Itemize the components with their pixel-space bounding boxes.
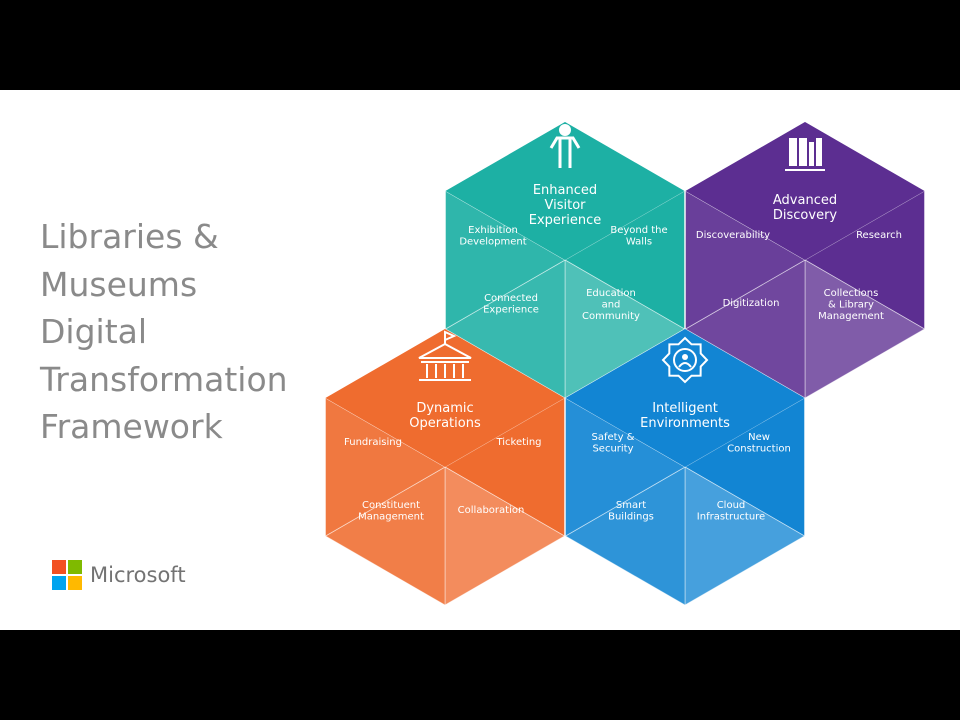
hexagon-item-label: New: [748, 432, 770, 443]
hexagon-item-label: Security: [592, 444, 633, 455]
hexagon-title-region: [445, 122, 685, 260]
hexagon-item-label: Development: [459, 237, 526, 248]
hexagon-title: Operations: [409, 416, 481, 431]
person-icon: [549, 124, 581, 168]
hexagon-title-region: [325, 329, 565, 467]
title-line: Transformation: [40, 359, 288, 399]
microsoft-logo: Microsoft: [52, 560, 186, 590]
hexagon-title: Advanced: [773, 193, 837, 208]
hexagon-item-label: Ticketing: [495, 437, 541, 448]
hexagon-title: Experience: [529, 213, 602, 228]
hexagon-item-label: Safety &: [592, 432, 635, 443]
hexagon-item-label: Management: [818, 311, 884, 322]
logo-square: [52, 560, 66, 574]
hexagon-item-label: Smart: [616, 500, 646, 511]
hexagon-item-label: Beyond the: [610, 225, 667, 236]
hexagon-title: Enhanced: [533, 183, 597, 198]
hexagon-item-label: Cloud: [717, 500, 746, 511]
books-icon: [785, 138, 825, 171]
hexagon-item-label: Collections: [824, 288, 879, 299]
hexagon-item-label: and: [602, 300, 621, 311]
hexagon-visitor: EnhancedVisitorExperienceExhibitionDevel…: [444, 121, 686, 399]
hexagon-item-label: Digitization: [723, 298, 780, 309]
framework-hexagon-diagram: EnhancedVisitorExperienceExhibitionDevel…: [324, 121, 926, 606]
hexagon-item-label: Constituent: [362, 500, 420, 511]
hexagon-title: Dynamic: [416, 401, 473, 416]
hexagon-title-region: [565, 329, 805, 467]
title-line: Libraries &: [40, 217, 219, 256]
hexagon-item-label: Connected: [484, 293, 538, 304]
title-line: Digital: [40, 312, 148, 351]
building-icon: [418, 330, 472, 381]
slide: Libraries & Museums Digital Transformati…: [0, 90, 960, 630]
microsoft-logo-icon: [52, 560, 82, 590]
hexagon-item-label: Research: [856, 230, 902, 241]
hexagon-item-label: Exhibition: [468, 225, 518, 236]
logo-wordmark: Microsoft: [90, 563, 186, 587]
hexagon-item-label: Buildings: [608, 512, 654, 523]
hexagon-item-label: Walls: [626, 237, 652, 248]
hexagon-item-label: Education: [586, 288, 636, 299]
hexagon-item-label: Community: [582, 311, 640, 322]
logo-square: [68, 576, 82, 590]
hexagon-title: Discovery: [773, 208, 838, 223]
gear-person-icon: [661, 336, 709, 384]
hexagon-item-label: Infrastructure: [697, 512, 765, 523]
hexagon-item-label: Discoverability: [696, 230, 770, 241]
hexagon-title-region: [685, 122, 925, 260]
title-line: Museums: [40, 264, 198, 304]
hexagon-item-label: Fundraising: [344, 437, 402, 448]
hexagon-item-label: Management: [358, 512, 424, 523]
hexagon-title: Visitor: [545, 198, 587, 213]
hexagon-item-label: Collaboration: [458, 505, 525, 516]
title-line: Framework: [40, 407, 223, 446]
hexagon-title: Environments: [640, 416, 730, 431]
hexagon-title: Intelligent: [652, 401, 718, 416]
hexagon-item-label: & Library: [828, 300, 874, 311]
slide-title: Libraries & Museums Digital Transformati…: [40, 213, 288, 451]
hexagon-item-label: Construction: [727, 444, 791, 455]
logo-square: [68, 560, 82, 574]
logo-square: [52, 576, 66, 590]
hexagon-item-label: Experience: [483, 305, 539, 316]
